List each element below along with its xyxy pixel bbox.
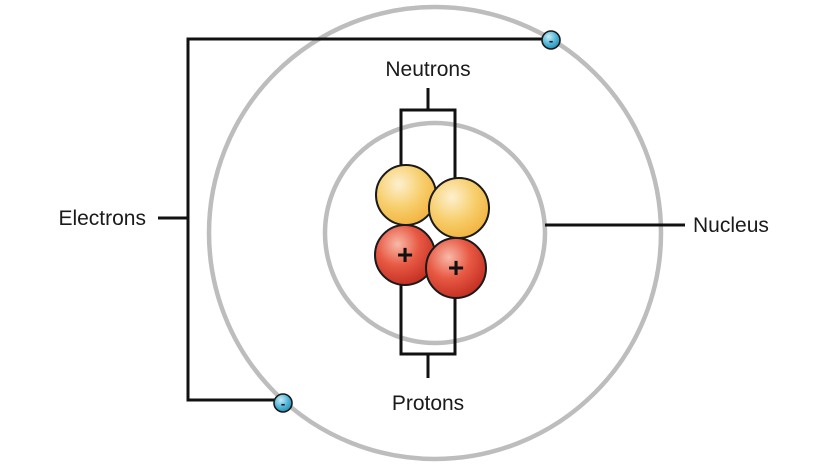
electron-charge-sign: - xyxy=(281,396,285,411)
neutron-particle xyxy=(428,177,490,239)
nucleus-label: Nucleus xyxy=(693,214,769,237)
electron-particle xyxy=(273,393,293,413)
neutrons-label: Neutrons xyxy=(385,58,470,81)
inner-nucleus-ring xyxy=(322,120,548,346)
outer-electron-shell xyxy=(206,4,664,462)
electron-particle xyxy=(541,30,561,50)
electrons-label: Electrons xyxy=(58,207,146,230)
protons-label: Protons xyxy=(392,392,464,415)
proton-particle xyxy=(425,237,487,299)
proton-charge-sign: + xyxy=(397,239,413,270)
neutron-particle xyxy=(375,164,437,226)
electron-charge-sign: - xyxy=(549,33,553,48)
proton-charge-sign: + xyxy=(448,252,464,283)
